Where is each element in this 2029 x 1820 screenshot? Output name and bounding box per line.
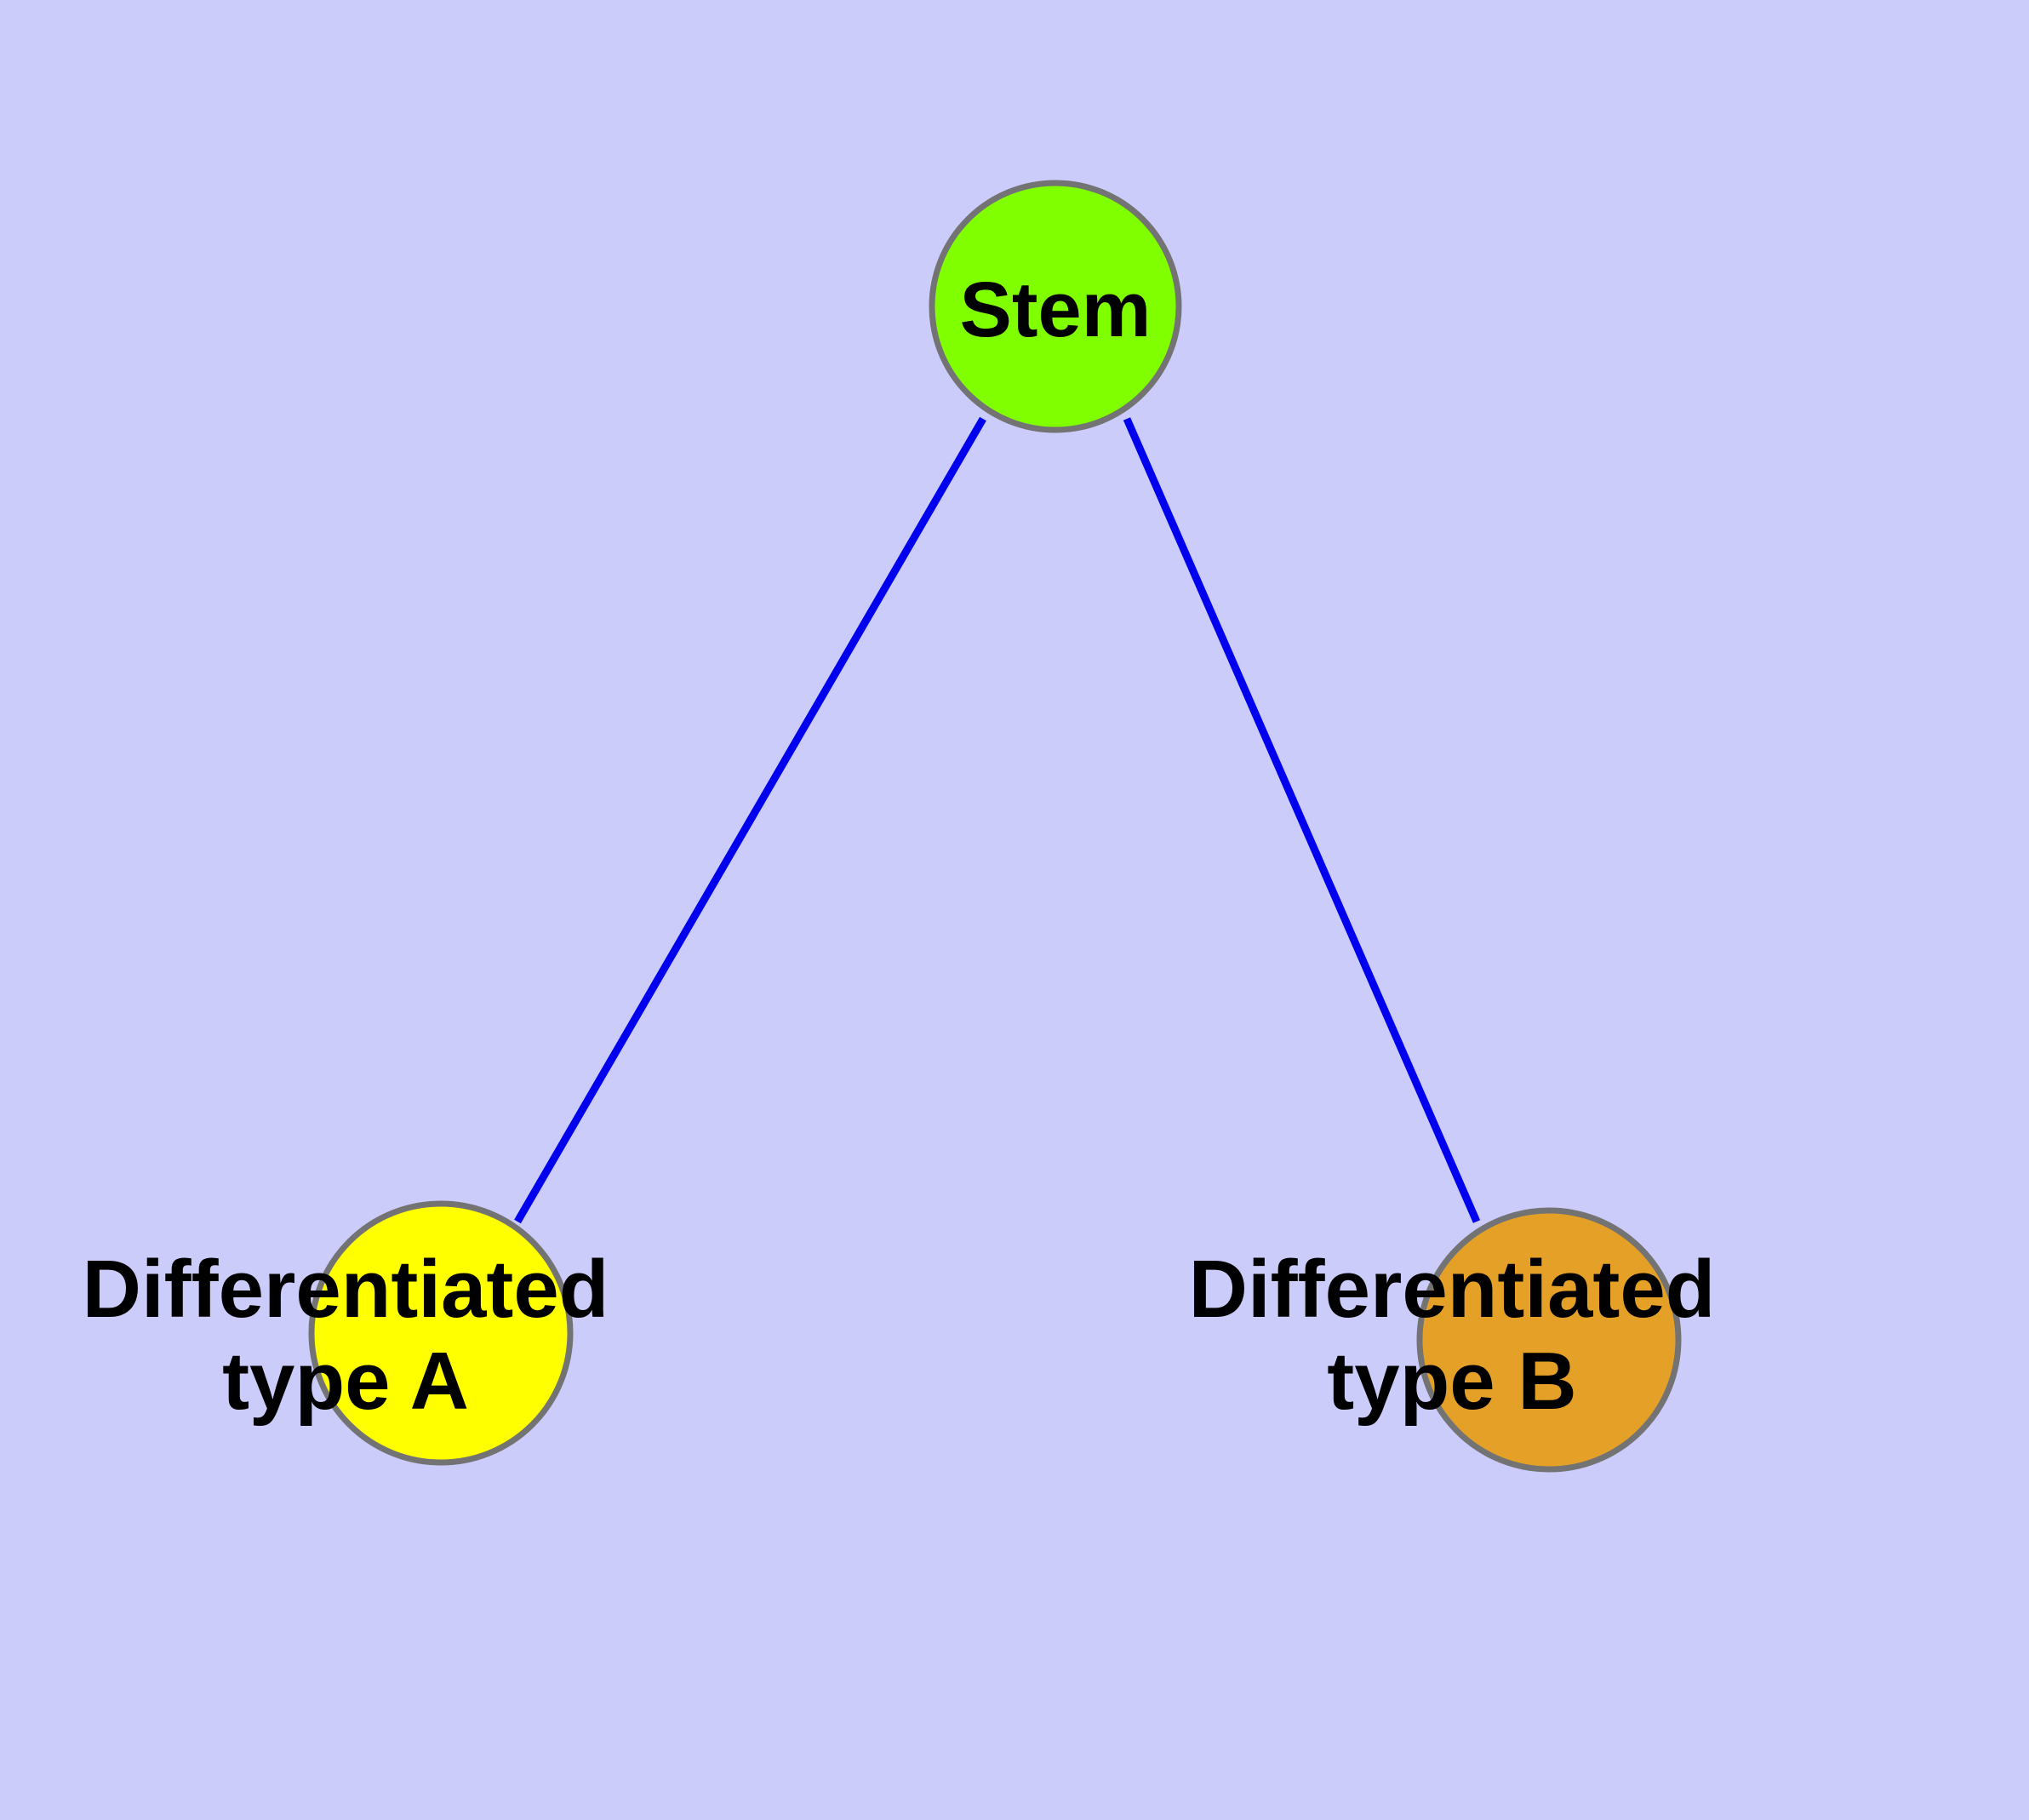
node-label-stem: Stem	[960, 266, 1152, 353]
node-label-line: Stem	[960, 266, 1152, 353]
nodes-group	[308, 180, 1682, 1473]
edges-group	[514, 416, 1481, 1224]
edge-stem-to-diff-b	[1123, 417, 1481, 1223]
node-label-line: type A	[222, 1336, 469, 1427]
node-diff-a[interactable]	[308, 1200, 574, 1466]
node-diff-b[interactable]	[1416, 1207, 1682, 1473]
node-stem[interactable]	[929, 180, 1182, 433]
edge-stem-to-diff-a	[514, 416, 986, 1224]
node-label-line: Differentiated	[83, 1244, 609, 1335]
node-label-line: Differentiated	[1189, 1244, 1716, 1335]
node-label-line: type B	[1327, 1336, 1576, 1427]
